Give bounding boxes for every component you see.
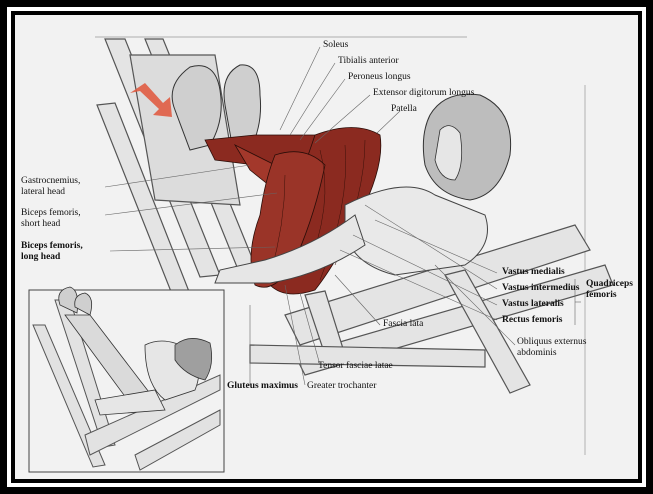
label-greater-trochanter: Greater trochanter [307,381,377,391]
label-obliquus-line2: abdominis [517,348,557,358]
label-quadriceps-line1: Quadriceps [586,279,633,289]
label-gastrocnemius-line2: lateral head [21,187,66,197]
push-direction-arrow [130,83,172,117]
label-extensor-digitorum-longus: Extensor digitorum longus [373,88,475,98]
label-rectus-femoris: Rectus femoris [502,315,563,325]
label-biceps-long-line2: long head [21,252,61,262]
leg-press-illustration [28,36,614,473]
inset-thumbnail [28,286,225,473]
label-quadriceps-line2: femoris [586,290,617,300]
label-biceps-short-line1: Biceps femoris, [21,208,81,218]
illustration-canvas: Soleus Tibialis anterior Peroneus longus… [15,15,638,479]
label-fascia-lata: Fascia lata [383,319,424,329]
label-tensor-fasciae-latae: Tensor fasciae latae [318,361,393,371]
machine-frame [96,38,614,394]
label-tibialis-anterior: Tibialis anterior [338,56,399,66]
label-vastus-medialis: Vastus medialis [502,267,565,277]
label-gastrocnemius-line1: Gastrocnemius, [21,176,81,186]
label-patella: Patella [391,104,417,114]
label-biceps-short-line2: short head [21,219,61,229]
label-vastus-lateralis: Vastus lateralis [502,299,564,309]
label-vastus-intermedius: Vastus intermedius [502,283,580,293]
label-gluteus-maximus: Gluteus maximus [227,381,298,391]
label-peroneus-longus: Peroneus longus [348,72,411,82]
label-soleus: Soleus [323,40,349,50]
label-obliquus-line1: Obliquus externus [517,337,587,347]
label-biceps-long-line1: Biceps femoris, [21,241,83,251]
